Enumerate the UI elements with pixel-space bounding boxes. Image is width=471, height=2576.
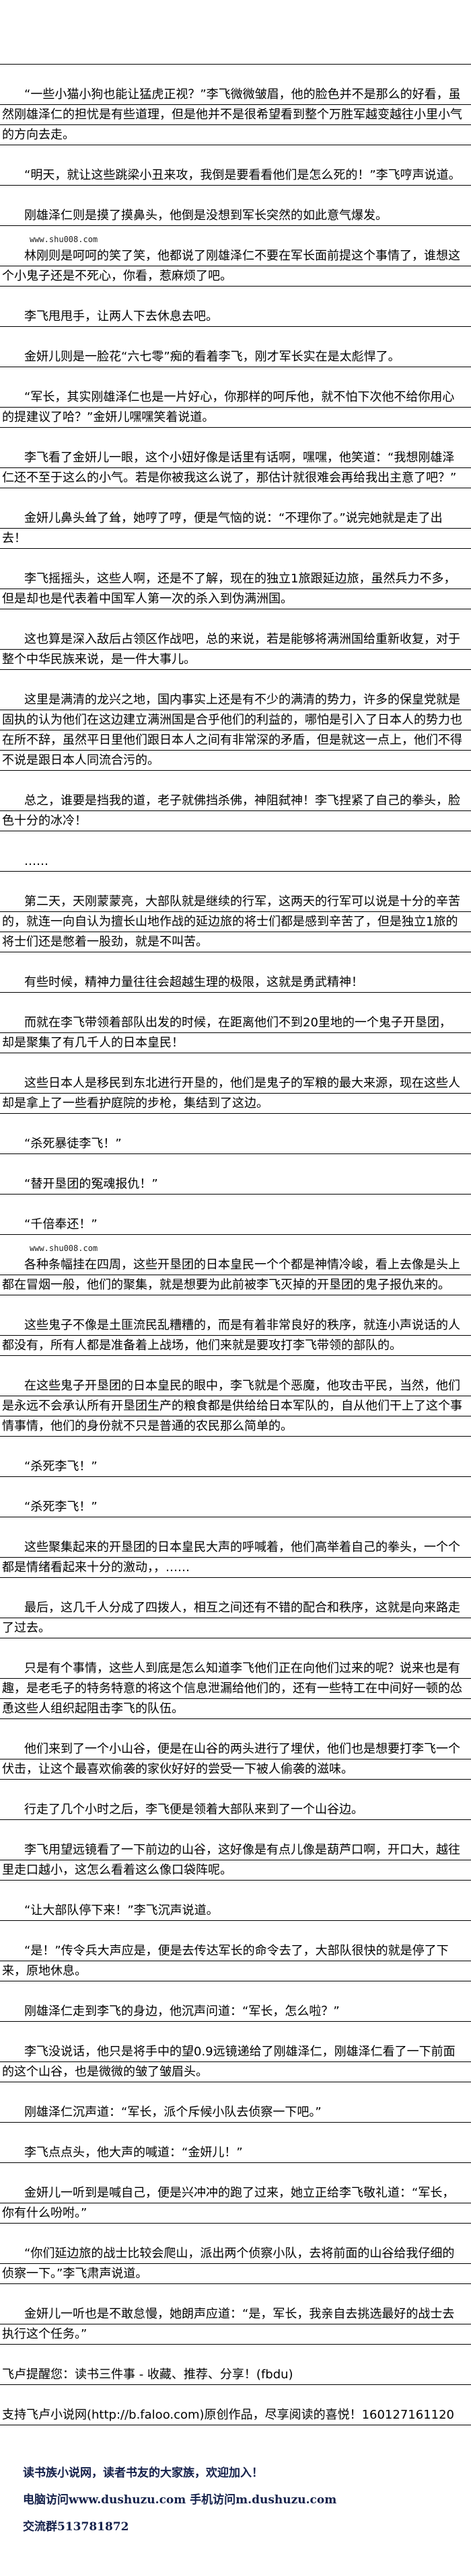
paragraph: 总之，谁要是挡我的道，老子就佛挡杀佛，神阻弑神！李飞捏紧了自己的拳头，脸色十分的… [0,791,471,831]
paragraph: …… [0,851,471,872]
paragraph: 金妍儿则是一脸花“六七零”痴的看着李飞，刚才军长实在是太彪悍了。 [0,347,471,367]
paragraph: “千倍奉还！” [0,1215,471,1235]
paragraph: 李飞甩甩手，让两人下去休息去吧。 [0,307,471,327]
paragraph-text: 而就在李飞带领着部队出发的时候，在距离他们不到20里地的一个鬼子开垦团，却是聚集… [2,1016,451,1050]
paragraph: 刚雄泽仁走到李飞的身边，他沉声问道：“军长，怎么啦？” [0,2002,471,2022]
paragraph-text: “千倍奉还！” [24,1217,98,1232]
paragraph: “杀死暴徒李飞！” [0,1134,471,1154]
paragraph-text: 他们来到了一个小山谷，便是在山谷的两头进行了埋伏，他们也是想要打李飞一个伏击，让… [2,1742,460,1776]
paragraph: 李飞摇摇头，这些人啊，还是不了解，现在的独立1旅跟延边旅，虽然兵力不多，但是却也… [0,569,471,609]
paragraph: 这里是满清的龙兴之地，国内事实上还是有不少的满清的势力，许多的保皇党就是固执的认… [0,690,471,771]
paragraph: www.shu008.com 林刚则是呵呵的笑了笑，他都说了刚雄泽仁不要在军长面前… [0,235,471,287]
paragraph: 他们来到了一个小山谷，便是在山谷的两头进行了埋伏，他们也是想要打李飞一个伏击，让… [0,1739,471,1780]
paragraph: “替开垦团的冤魂报仇！” [0,1174,471,1195]
paragraph-text: 在这些鬼子开垦团的日本皇民的眼中，李飞就是个恶魔，他攻击平民，当然，他们是永远不… [2,1379,462,1433]
paragraph-text: 总之，谁要是挡我的道，老子就佛挡杀佛，神阻弑神！李飞捏紧了自己的拳头，脸色十分的… [2,794,460,828]
paragraph: “明天，就让这些跳梁小丑来攻，我倒是要看看他们是怎么死的！”李飞哼声说道。 [0,165,471,186]
paragraph-text: 只是有个事情，这些人到底是怎么知道李飞他们正在向他们过来的呢？说来也是有趣，是老… [2,1661,462,1716]
paragraph-text: “军长，其实刚雄泽仁也是一片好心，你那样的呵斥他，就不怕下次他不给你用心的提建议… [2,390,455,424]
paragraph: 李飞没说话，他只是将手中的望0.9远镜递给了刚雄泽仁，刚雄泽仁看了一下前面的这个… [0,2042,471,2082]
paragraph-text: 各种条幅挂在四周，这些开垦团的日本皇民一个个都是神情冷峻，看上去像是头上都在冒烟… [2,1258,460,1292]
paragraph-text: 刚雄泽仁沉声道：“军长，派个斥候小队去侦察一下吧。” [24,2105,322,2119]
paragraph-text: 李飞摇摇头，这些人啊，还是不了解，现在的独立1旅跟延边旅，虽然兵力不多，但是却也… [2,572,456,606]
paragraph: 这些聚集起来的开垦团的日本皇民大声的呼喊着，他们高举着自己的拳头，一个个都是情绪… [0,1538,471,1578]
paragraph: 金妍儿一听到是喊自己，便是兴冲冲的跑了过来，她立正给李飞敬礼道：“军长，你有什么… [0,2183,471,2224]
paragraph-text: 这些聚集起来的开垦团的日本皇民大声的呼喊着，他们高举着自己的拳头，一个个都是情绪… [2,1540,460,1575]
watermark-text: www.shu008.com [30,235,98,244]
paragraph-text: 金妍儿一听到是喊自己，便是兴冲冲的跑了过来，她立正给李飞敬礼道：“军长，你有什么… [2,2186,455,2220]
paragraph-text: 支持飞卢小说网(http://b.faloo.com)原创作品，尽享阅读的喜悦！… [2,2408,455,2422]
paragraph: “军长，其实刚雄泽仁也是一片好心，你那样的呵斥他，就不怕下次他不给你用心的提建议… [0,387,471,428]
paragraph-text: 金妍儿鼻头耸了耸，她哼了哼，便是气恼的说：“不理你了。”说完她就是走了出去！ [2,511,443,545]
paragraph: 这些日本人是移民到东北进行开垦的，他们是鬼子的军粮的最大来源，现在这些人却是拿上… [0,1073,471,1114]
footer-group: 交流群513781872 [23,2520,129,2534]
paragraph-text: “杀死李飞！” [24,1460,98,1474]
paragraph-text: 飞卢提醒您：读书三件事 - 收藏、推荐、分享！(fbdu) [2,2367,293,2382]
paragraph-text: 李飞甩甩手，让两人下去休息去吧。 [24,309,218,324]
empty-ruled-line [0,44,471,65]
paragraph-text: 这也算是深入敌后占领区作战吧，总的来说，若是能够将满洲国给重新收复，对于整个中华… [2,632,460,667]
paragraph: 金妍儿一听也是不敢怠慢，她朗声应道：“是，军长，我亲自去挑选最好的战士去执行这个… [0,2304,471,2345]
footer-urls[interactable]: 电脑访问www.dushuzu.com 手机访问m.dushuzu.com [23,2493,337,2507]
paragraph-text: 林刚则是呵呵的笑了笑，他都说了刚雄泽仁不要在军长面前提这个事情了，谁想这个小鬼子… [2,249,460,283]
paragraph: 李飞点点头，他大声的喊道：“金妍儿！” [0,2143,471,2163]
paragraph: 刚雄泽仁沉声道：“军长，派个斥候小队去侦察一下吧。” [0,2103,471,2123]
paragraph: 第二天，天刚蒙蒙亮，大部队就是继续的行军，这两天的行军可以说是十分的辛苦的，就连… [0,892,471,952]
paragraph: “杀死李飞！” [0,1497,471,1517]
paragraph-text: 金妍儿一听也是不敢怠慢，她朗声应道：“是，军长，我亲自去挑选最好的战士去执行这个… [2,2307,455,2341]
paragraph: 金妍儿鼻头耸了耸，她哼了哼，便是气恼的说：“不理你了。”说完她就是走了出去！ [0,508,471,549]
paragraph: www.shu008.com 各种条幅挂在四周，这些开垦团的日本皇民一个个都是神情… [0,1244,471,1295]
paragraph: 而就在李飞带领着部队出发的时候，在距离他们不到20里地的一个鬼子开垦团，却是聚集… [0,1013,471,1053]
paragraph: 这也算是深入敌后占领区作战吧，总的来说，若是能够将满洲国给重新收复，对于整个中华… [0,630,471,670]
paragraph-text: “一些小猫小狗也能让猛虎正视？”李飞微微皱眉，他的脸色并不是那么的好看，虽然刚雄… [2,87,462,142]
paragraph-text: “明天，就让这些跳梁小丑来攻，我倒是要看看他们是怎么死的！”李飞哼声说道。 [24,168,461,182]
paragraph-text: 有些时候，精神力量往往会超越生理的极限，这就是勇武精神！ [24,975,363,989]
paragraph-text: “你们延边旅的战士比较会爬山，派出两个侦察小队，去将前面的山谷给我仔细的侦察一下… [2,2246,455,2281]
paragraph: 李飞用望远镜看了一下前边的山谷，这好像是有点儿像是葫芦口啊，开口大，越往里走口越… [0,1840,471,1881]
paragraph-text: “替开垦团的冤魂报仇！” [24,1177,158,1191]
paragraph-text: 李飞点点头，他大声的喊道：“金妍儿！” [24,2146,243,2160]
footer-slogan: 读书族小说网，读者书友的大家族，欢迎加入！ [23,2466,263,2480]
paragraph-text: “杀死暴徒李飞！” [24,1137,122,1151]
paragraph: 有些时候，精神力量往往会超越生理的极限，这就是勇武精神！ [0,973,471,993]
paragraph-text: 李飞没说话，他只是将手中的望0.9远镜递给了刚雄泽仁，刚雄泽仁看了一下前面的这个… [2,2045,456,2079]
paragraph-text: “杀死李飞！” [24,1500,98,1514]
paragraph-text: …… [24,854,48,868]
paragraph: 飞卢提醒您：读书三件事 - 收藏、推荐、分享！(fbdu) [0,2365,471,2385]
paragraph-text: 最后，这几千人分成了四拨人，相互之间还有不错的配合和秩序，这就是向来路走了过去。 [2,1601,460,1635]
paragraph: 刚雄泽仁则是摸了摸鼻头，他倒是没想到军长突然的如此意气爆发。 [0,206,471,226]
paragraph-text: 李飞看了金妍儿一眼，这个小妞好像是话里有话啊，嘿嘿，他笑道：“我想刚雄泽仁还不至… [2,451,457,485]
paragraph: 行走了几个小时之后，李飞便是领着大部队来到了一个山谷边。 [0,1800,471,1820]
chapter-text: “一些小猫小狗也能让猛虎正视？”李飞微微皱眉，他的脸色并不是那么的好看，虽然刚雄… [0,44,471,2446]
paragraph: “你们延边旅的战士比较会爬山，派出两个侦察小队，去将前面的山谷给我仔细的侦察一下… [0,2244,471,2284]
paragraph-text: 金妍儿则是一脸花“六七零”痴的看着李飞，刚才军长实在是太彪悍了。 [24,350,400,364]
paragraph: “是！”传令兵大声应是，便是去传达军长的命令去了，大部队很快的就是停了下来，原地… [0,1941,471,1981]
paragraph-text: 第二天，天刚蒙蒙亮，大部队就是继续的行军，这两天的行军可以说是十分的辛苦的，就连… [2,895,460,949]
paragraph: 这些鬼子不像是土匪流民乱糟糟的，而是有着非常良好的秩序，就连小声说话的人都没有，… [0,1316,471,1356]
paragraph-text: 刚雄泽仁走到李飞的身边，他沉声问道：“军长，怎么啦？” [24,2004,340,2018]
paragraph: “一些小猫小狗也能让猛虎正视？”李飞微微皱眉，他的脸色并不是那么的好看，虽然刚雄… [0,85,471,145]
paragraph: “杀死李飞！” [0,1457,471,1477]
paragraph-text: 李飞用望远镜看了一下前边的山谷，这好像是有点儿像是葫芦口啊，开口大，越往里走口越… [2,1843,460,1877]
paragraph-text: 这里是满清的龙兴之地，国内事实上还是有不少的满清的势力，许多的保皇党就是固执的认… [2,693,462,767]
paragraph-text: “是！”传令兵大声应是，便是去传达军长的命令去了，大部队很快的就是停了下来，原地… [2,1944,449,1978]
watermark-text: www.shu008.com [30,1244,98,1253]
paragraph: 在这些鬼子开垦团的日本皇民的眼中，李飞就是个恶魔，他攻击平民，当然，他们是永远不… [0,1376,471,1437]
paragraph: 最后，这几千人分成了四拨人，相互之间还有不错的配合和秩序，这就是向来路走了过去。 [0,1598,471,1638]
paragraph-text: 这些日本人是移民到东北进行开垦的，他们是鬼子的军粮的最大来源，现在这些人却是拿上… [2,1076,460,1110]
paragraph-text: 这些鬼子不像是土匪流民乱糟糟的，而是有着非常良好的秩序，就连小声说话的人都没有，… [2,1318,460,1353]
paragraph: 支持飞卢小说网(http://b.faloo.com)原创作品，尽享阅读的喜悦！… [0,2405,471,2425]
paragraph: 李飞看了金妍儿一眼，这个小妞好像是话里有话啊，嘿嘿，他笑道：“我想刚雄泽仁还不至… [0,448,471,488]
paragraph: “让大部队停下来！”李飞沉声说道。 [0,1901,471,1921]
paragraph-text: 行走了几个小时之后，李飞便是领着大部队来到了一个山谷边。 [24,1803,363,1817]
paragraph: 只是有个事情，这些人到底是怎么知道李飞他们正在向他们过来的呢？说来也是有趣，是老… [0,1659,471,1719]
site-footer: 读书族小说网，读者书友的大家族，欢迎加入！ 电脑访问www.dushuzu.co… [23,2463,336,2544]
paragraph-text: “让大部队停下来！”李飞沉声说道。 [24,1903,219,1918]
paragraph-text: 刚雄泽仁则是摸了摸鼻头，他倒是没想到军长突然的如此意气爆发。 [24,209,388,223]
